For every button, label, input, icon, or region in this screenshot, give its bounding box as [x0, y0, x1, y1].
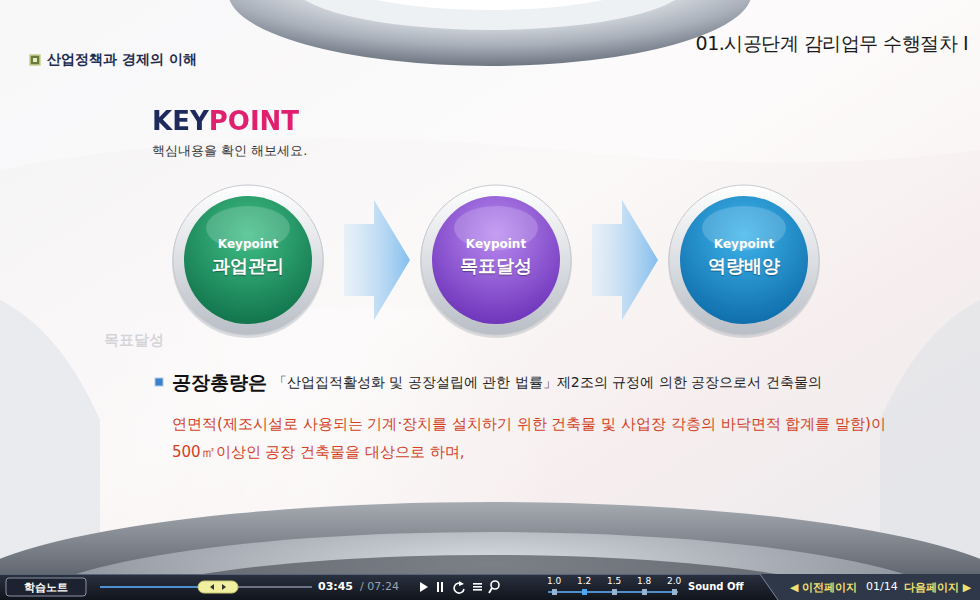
body-lead: 공장총량은 [172, 370, 267, 396]
next-page: 다음페이지 ▶ [904, 580, 971, 595]
time-current: 03:45 [318, 580, 353, 593]
keypoint-circle: Keypoint 목표달성 [418, 182, 574, 338]
speed-label: 2.0 [667, 576, 681, 586]
section-name: 산업정책과 경제의 이해 [47, 51, 197, 69]
sound-toggle: Sound Off [688, 581, 744, 592]
prev-page: ◀ 이전페이지 [790, 580, 857, 595]
body-highlight: 연면적(제조시설로 사용되는 기계·장치를 설치하기 위한 건축물 및 사업장 … [172, 410, 902, 466]
node-tag: Keypoint [714, 236, 774, 252]
page-counter: 01/14 [866, 580, 898, 593]
flow-arrow [592, 200, 658, 320]
notes-button: 학습노트 [6, 580, 86, 595]
slide-title: 01.시공단계 감리업무 수행절차 I [696, 31, 968, 57]
circle-text-area: Keypoint 과업관리 [170, 182, 326, 338]
keypoint-subtitle: 핵심내용을 확인 해보세요. [152, 142, 307, 160]
node-title: 과업관리 [212, 254, 284, 278]
node-tag: Keypoint [218, 236, 278, 252]
node-tag: Keypoint [466, 236, 526, 252]
speed-label: 1.0 [547, 576, 561, 586]
watermark: 목표달성 [104, 331, 164, 350]
keypoint-circle: Keypoint 역량배양 [666, 182, 822, 338]
circle-text-area: Keypoint 목표달성 [418, 182, 574, 338]
keypoint-heading: KEYPOINT [152, 106, 299, 136]
flow-arrow [344, 200, 410, 320]
speed-label: 1.2 [577, 576, 591, 586]
keypoint-circle: Keypoint 과업관리 [170, 182, 326, 338]
speed-label: 1.8 [637, 576, 651, 586]
time-total: / 07:24 [360, 580, 399, 593]
circle-text-area: Keypoint 역량배양 [666, 182, 822, 338]
speed-label: 1.5 [607, 576, 621, 586]
node-title: 역량배양 [708, 254, 780, 278]
node-title: 목표달성 [460, 254, 532, 278]
body-line: 「산업집적활성화 및 공장설립에 관한 법률」제2조의 규정에 의한 공장으로서… [273, 374, 822, 392]
